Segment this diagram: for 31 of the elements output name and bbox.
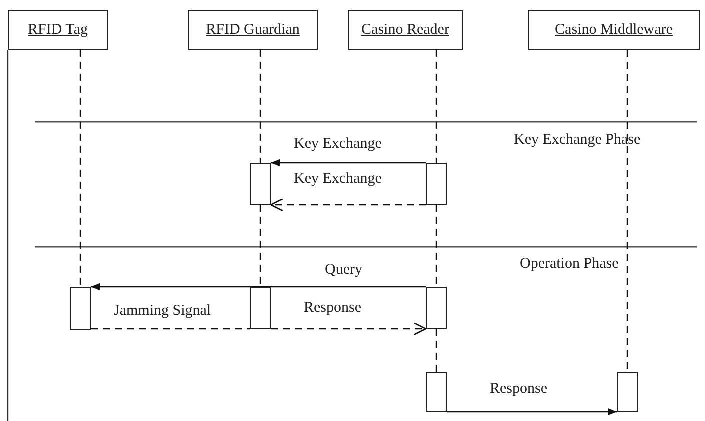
lifeline	[260, 50, 262, 163]
lifeline	[80, 50, 82, 287]
participant-box: Casino Reader	[348, 10, 463, 50]
participant-box: RFID Tag	[8, 10, 108, 50]
edge-label: Response	[488, 381, 550, 398]
message-arrow	[270, 198, 426, 212]
message-arrow	[271, 322, 427, 336]
phase-label: Key Exchange Phase	[513, 132, 642, 149]
activation-bar	[250, 163, 271, 205]
edge-label: Query	[323, 262, 364, 279]
activation-bar	[250, 287, 271, 329]
activation-bar	[426, 372, 447, 412]
lifeline	[436, 205, 438, 287]
lifeline	[436, 329, 438, 372]
message-arrow	[91, 283, 426, 291]
edge-label: Key Exchange	[292, 136, 384, 153]
activation-bar	[426, 163, 447, 205]
phase-label: Operation Phase	[519, 256, 620, 273]
edge-label: Response	[302, 300, 364, 317]
edge-label: Key Exchange	[292, 171, 384, 188]
message-arrow	[447, 408, 617, 416]
activation-bar	[70, 287, 91, 330]
participant-box: RFID Guardian	[188, 10, 318, 50]
activation-bar	[617, 372, 638, 412]
activation-bar	[426, 287, 447, 329]
lifeline	[260, 205, 262, 287]
lifeline	[436, 50, 438, 163]
edge-label: Jamming Signal	[112, 303, 214, 320]
participant-box: Casino Middleware	[528, 10, 700, 50]
lifeline	[626, 50, 628, 372]
message-arrow	[271, 159, 426, 167]
